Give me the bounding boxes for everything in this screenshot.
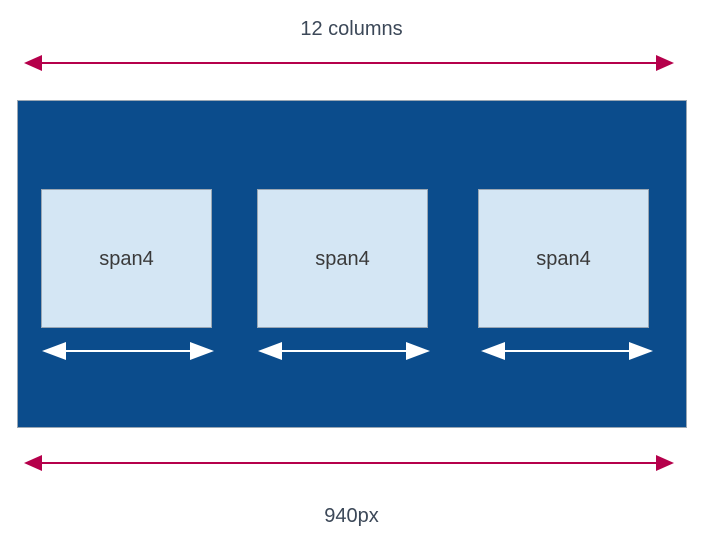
column-span4-2[interactable]: span4 [257, 189, 428, 328]
top-measurement-label: 12 columns [300, 18, 403, 40]
column-span4-1-label: span4 [99, 247, 154, 270]
span-width-arrow-2 [256, 339, 432, 363]
span-width-arrow-1 [40, 339, 216, 363]
grid-row-container: span4 span4 span4 [17, 100, 687, 428]
bottom-measurement-label: 940px [324, 505, 379, 527]
column-span4-3-label: span4 [536, 247, 591, 270]
total-width-bottom-arrow [18, 450, 680, 476]
span-width-arrow-3 [479, 339, 655, 363]
column-span4-3[interactable]: span4 [478, 189, 649, 328]
total-width-top-arrow [18, 50, 680, 76]
crimson-double-arrow-bottom [24, 455, 674, 471]
column-span4-1[interactable]: span4 [41, 189, 212, 328]
column-span4-2-label: span4 [315, 247, 370, 270]
crimson-double-arrow-top [24, 55, 674, 71]
